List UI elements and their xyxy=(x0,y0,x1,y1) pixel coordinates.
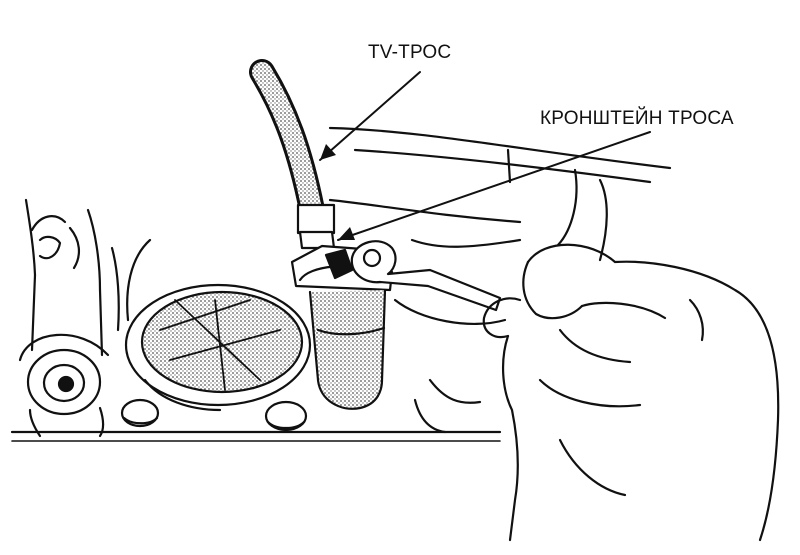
tv-cable-label: TV-ТРОС xyxy=(368,42,452,63)
rail-bolts xyxy=(120,398,308,432)
engine-outline xyxy=(328,126,672,434)
leader-arrowheads xyxy=(320,144,355,240)
cable-bracket-label: КРОНШТЕЙН ТРОСА xyxy=(540,108,734,129)
left-shaft-housing xyxy=(18,198,152,438)
tv-cable xyxy=(249,59,336,250)
hand xyxy=(482,243,780,542)
leader-lines xyxy=(319,71,651,241)
base-rail xyxy=(10,430,502,442)
round-disc-unit xyxy=(124,283,312,412)
wrench xyxy=(350,240,502,312)
